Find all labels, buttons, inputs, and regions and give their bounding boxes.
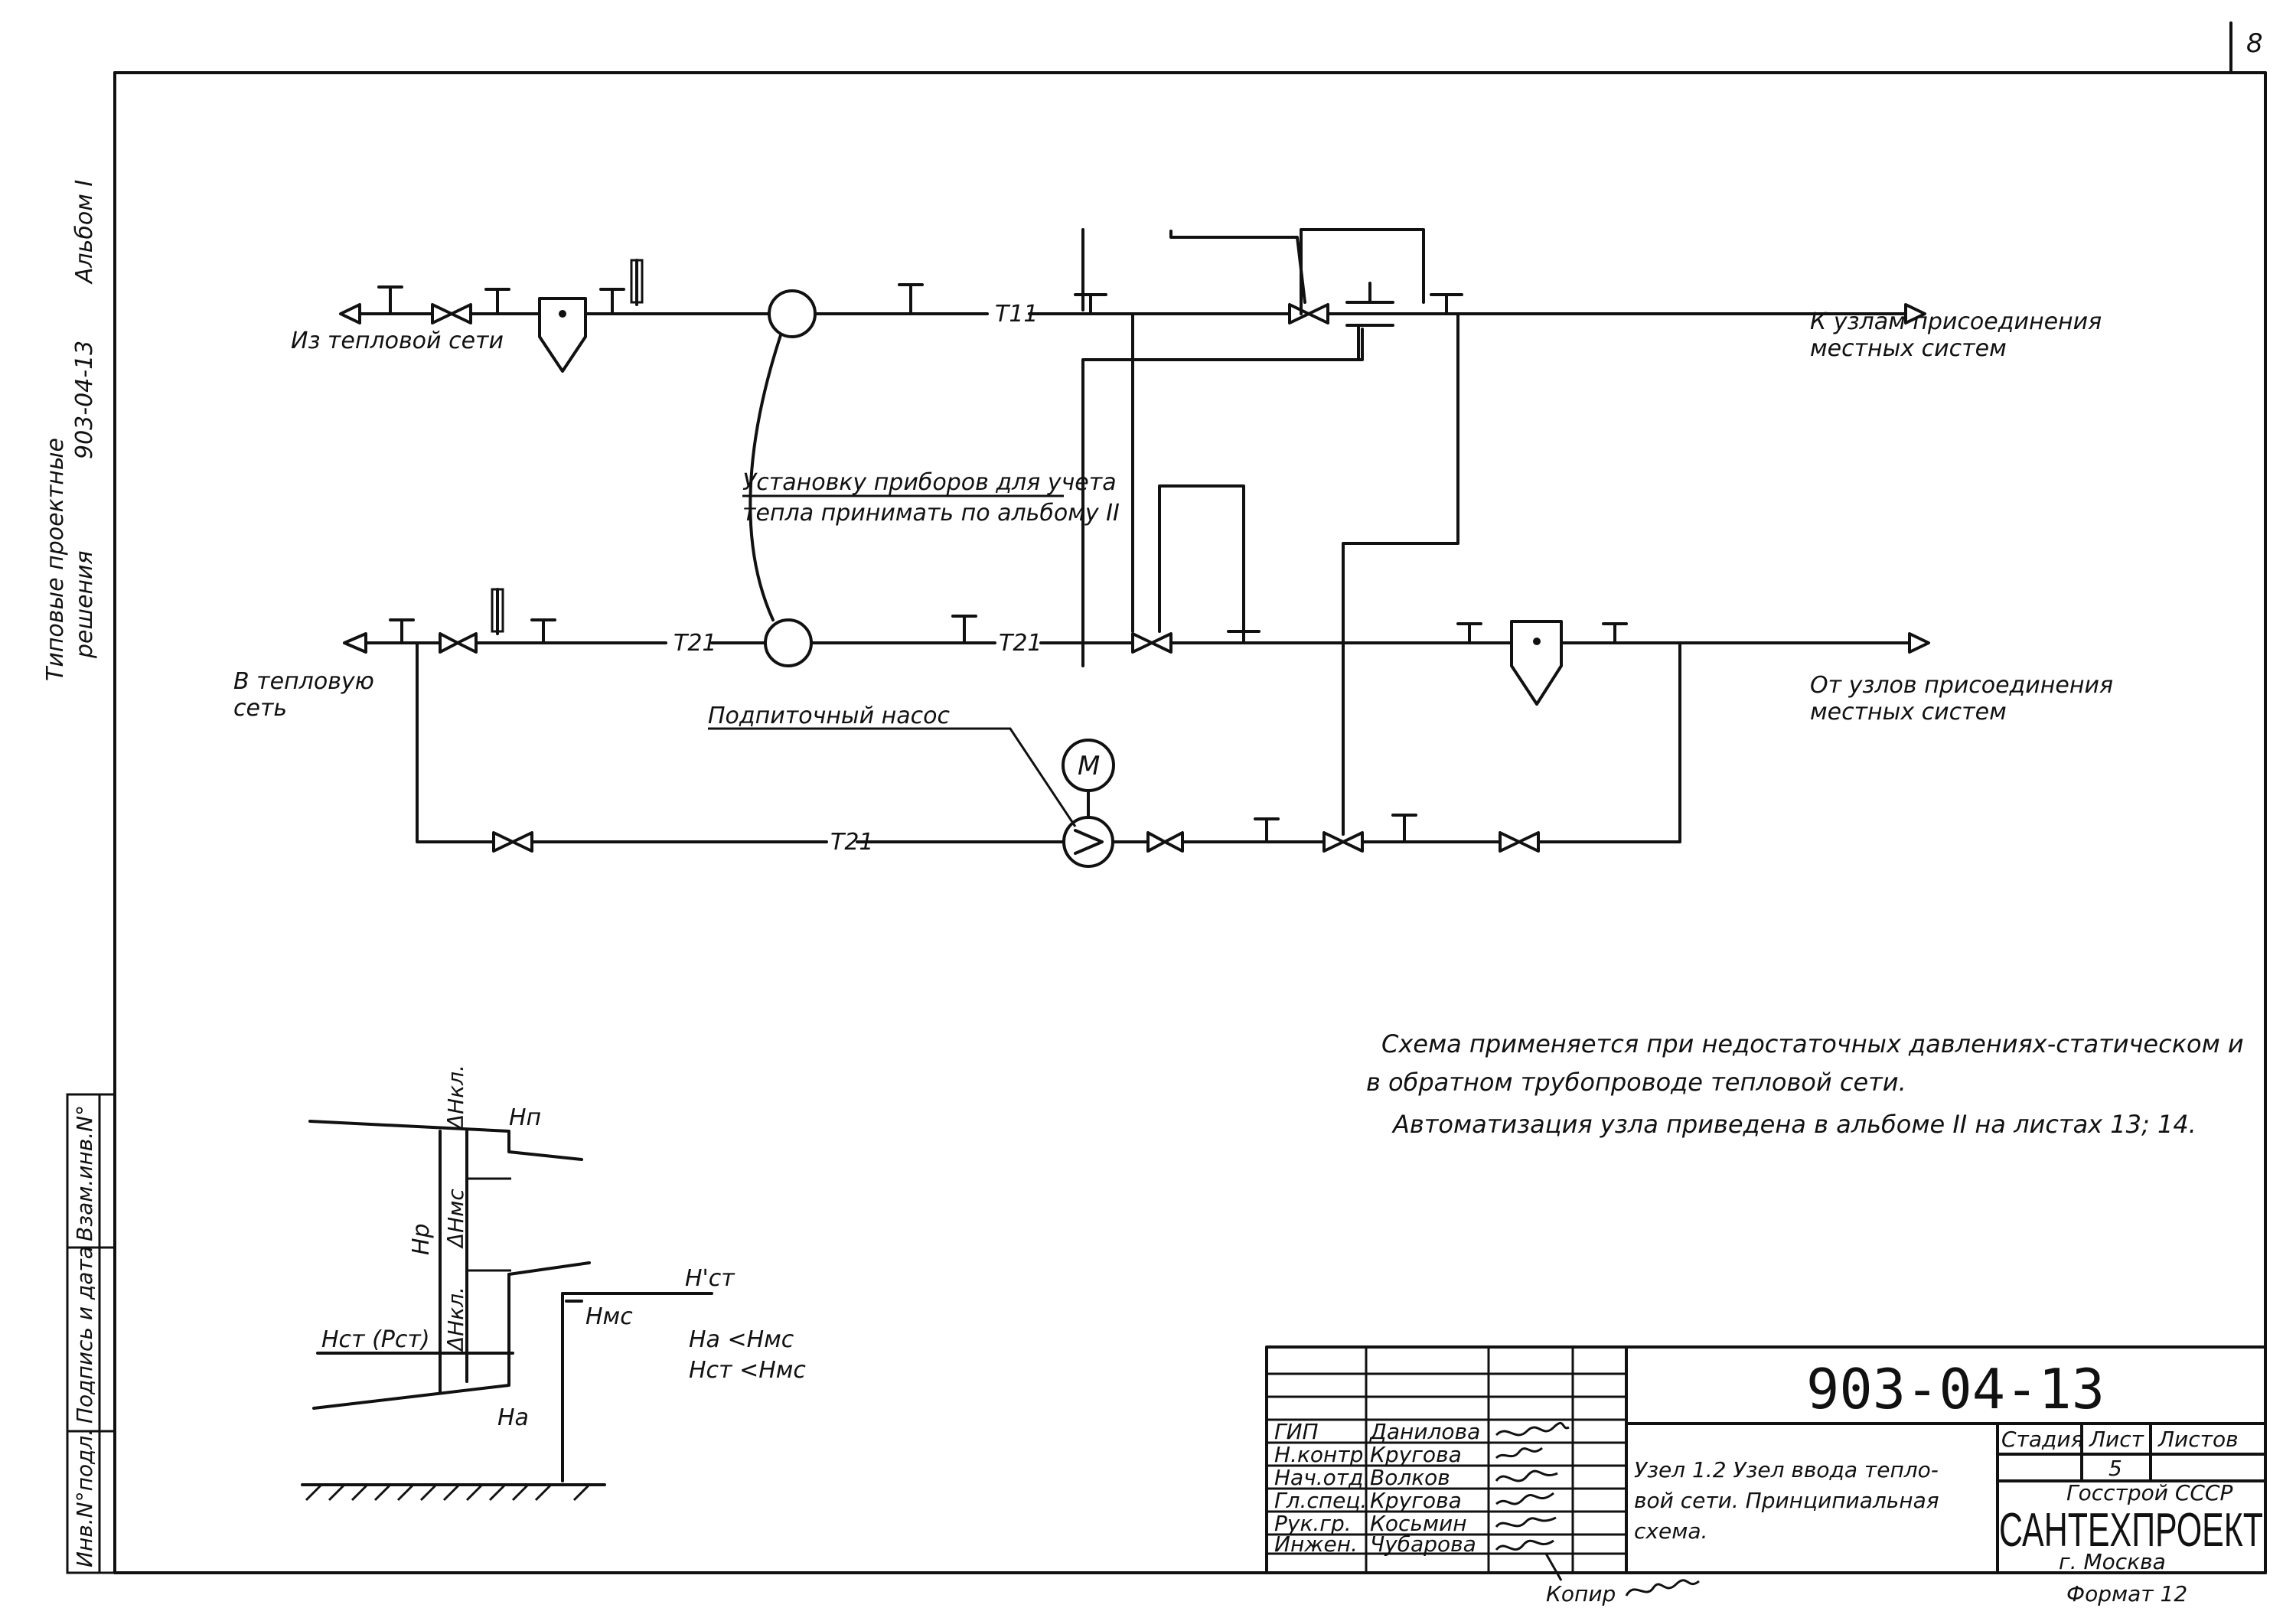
side-label-line1: Типовые проектные <box>42 438 69 681</box>
pd-dhkl-bot: ΔНкл. <box>443 1287 468 1352</box>
stamp-replace: Взам.инв.N° <box>72 1105 97 1241</box>
pd-hp: Нр <box>408 1223 435 1255</box>
return-inlet-arrow <box>1908 632 1930 654</box>
name-4: Кругова <box>1370 1488 1462 1513</box>
label-t21-a: Т21 <box>673 630 717 657</box>
label-from-local-2: местных систем <box>1810 699 2007 726</box>
stage-label: Стадия <box>2001 1427 2083 1452</box>
makeup-check-valve <box>1146 831 1166 853</box>
return-outlet-valve <box>439 632 459 654</box>
stamp-inv: Инв.N°подл. <box>72 1429 97 1567</box>
side-label: Типовые проектные решения 903-04-13 Альб… <box>42 180 98 681</box>
name-2: Кругова <box>1370 1442 1462 1467</box>
meter-note-1: Установку приборов для учета <box>742 469 1117 496</box>
sheets-label: Листов <box>2157 1427 2239 1452</box>
org-brand: САНТЕХПРОЕКТ <box>1999 1504 2263 1557</box>
label-t11: Т11 <box>995 301 1039 328</box>
role-inzhen: Инжен. <box>1274 1531 1358 1557</box>
pd-hn: Нп <box>509 1104 541 1131</box>
meter-link <box>748 334 782 621</box>
makeup-pipeline <box>416 641 1681 868</box>
sheet-value: 5 <box>2108 1456 2122 1481</box>
pd-cond1: На <Нмс <box>689 1326 794 1353</box>
return-control-valve <box>1131 632 1153 654</box>
supply-pipeline <box>339 259 1926 373</box>
title-line-1: Узел 1.2 Узел ввода тепло- <box>1634 1457 1939 1482</box>
title-block <box>1265 1345 2267 1574</box>
label-pump: Подпиточный насос <box>708 703 951 729</box>
name-1: Данилова <box>1368 1419 1480 1444</box>
label-t21-c: Т21 <box>830 829 874 856</box>
name-6: Чубарова <box>1370 1531 1476 1557</box>
makeup-pump <box>1062 816 1114 868</box>
supply-control-loop <box>1081 228 1459 836</box>
role-nkontr: Н.контр. <box>1274 1442 1370 1467</box>
flowmeter-return <box>764 618 813 667</box>
supply-control-valve <box>1288 303 1310 325</box>
makeup-control-valve <box>1322 831 1345 853</box>
pd-hmc: Нмс <box>585 1303 633 1330</box>
sheet-number: 8 <box>2246 28 2263 59</box>
return-pipeline <box>343 484 1930 706</box>
name-3: Волков <box>1370 1465 1450 1490</box>
outlet-arrow-supply <box>1904 303 1926 325</box>
pressure-diagram <box>301 1120 713 1502</box>
signatures <box>1495 1421 1570 1551</box>
side-label-code: 903-04-13 <box>71 341 98 459</box>
note-line-2: в обратном трубопроводе тепловой сети. <box>1366 1068 1906 1097</box>
makeup-valve-2 <box>1499 831 1521 853</box>
label-from-network: Из тепловой сети <box>291 328 504 354</box>
supply-strainer <box>538 297 587 373</box>
return-outlet-arrow <box>343 632 367 654</box>
role-nachotd: Нач.отд. <box>1274 1465 1370 1490</box>
side-label-album: Альбом I <box>71 180 98 285</box>
org-line: Госстрой СССР <box>2066 1480 2232 1505</box>
copy-label: Копир <box>1546 1581 1616 1606</box>
motor-label: М <box>1078 751 1100 781</box>
pd-ha: На <box>497 1404 529 1431</box>
label-to-local-1: К узлам присоединения <box>1810 308 2102 335</box>
name-5: Косьмин <box>1370 1511 1467 1536</box>
format-label: Формат 12 <box>2066 1581 2187 1606</box>
label-to-network-1: В тепловую <box>233 668 374 695</box>
role-rukgr: Рук.гр. <box>1274 1511 1352 1536</box>
return-strainer <box>1510 620 1563 706</box>
makeup-valve-1 <box>492 831 514 853</box>
pd-hct-pct: Нст (Рст) <box>321 1326 430 1353</box>
label-t21-b: Т21 <box>999 630 1042 657</box>
title-line-2: вой сети. Принципиальная <box>1634 1488 1939 1513</box>
pd-dhkl-top: ΔНкл. <box>443 1065 468 1130</box>
copy-signature <box>1625 1579 1700 1597</box>
inlet-arrow <box>339 303 361 325</box>
pd-hct-prime: Н'ст <box>685 1265 735 1292</box>
label-to-network-2: сеть <box>233 695 287 722</box>
stamp-sign: Подпись и дата <box>72 1246 97 1424</box>
supply-inlet-valve <box>431 303 453 325</box>
sheet-label: Лист <box>2089 1427 2144 1452</box>
flowmeter-supply <box>768 289 817 338</box>
pd-cond2: Нст <Нмс <box>689 1357 806 1384</box>
org-city: г. Москва <box>2059 1549 2166 1574</box>
sheet-frame <box>113 21 2267 1574</box>
left-stamp: Инв.N°подл. Подпись и дата Взам.инв.N° <box>66 1093 116 1574</box>
pd-dhmc: ΔНмс <box>443 1189 468 1249</box>
label-to-local-2: местных систем <box>1810 335 2007 362</box>
pump-motor <box>1062 739 1115 792</box>
role-gip: ГИП <box>1274 1419 1319 1444</box>
note-line-1: Схема применяется при недостаточных давл… <box>1381 1029 2244 1058</box>
label-from-local-1: От узлов присоединения <box>1810 672 2113 699</box>
doc-code: 903-04-13 <box>1806 1357 2105 1421</box>
meter-note-2: тепла принимать по альбому II <box>742 500 1120 527</box>
note-line-3: Автоматизация узла приведена в альбоме I… <box>1391 1110 2197 1139</box>
side-label-line2: решения <box>71 550 98 659</box>
role-glspec: Гл.спец. <box>1274 1488 1367 1513</box>
title-line-3: схема. <box>1634 1518 1707 1544</box>
